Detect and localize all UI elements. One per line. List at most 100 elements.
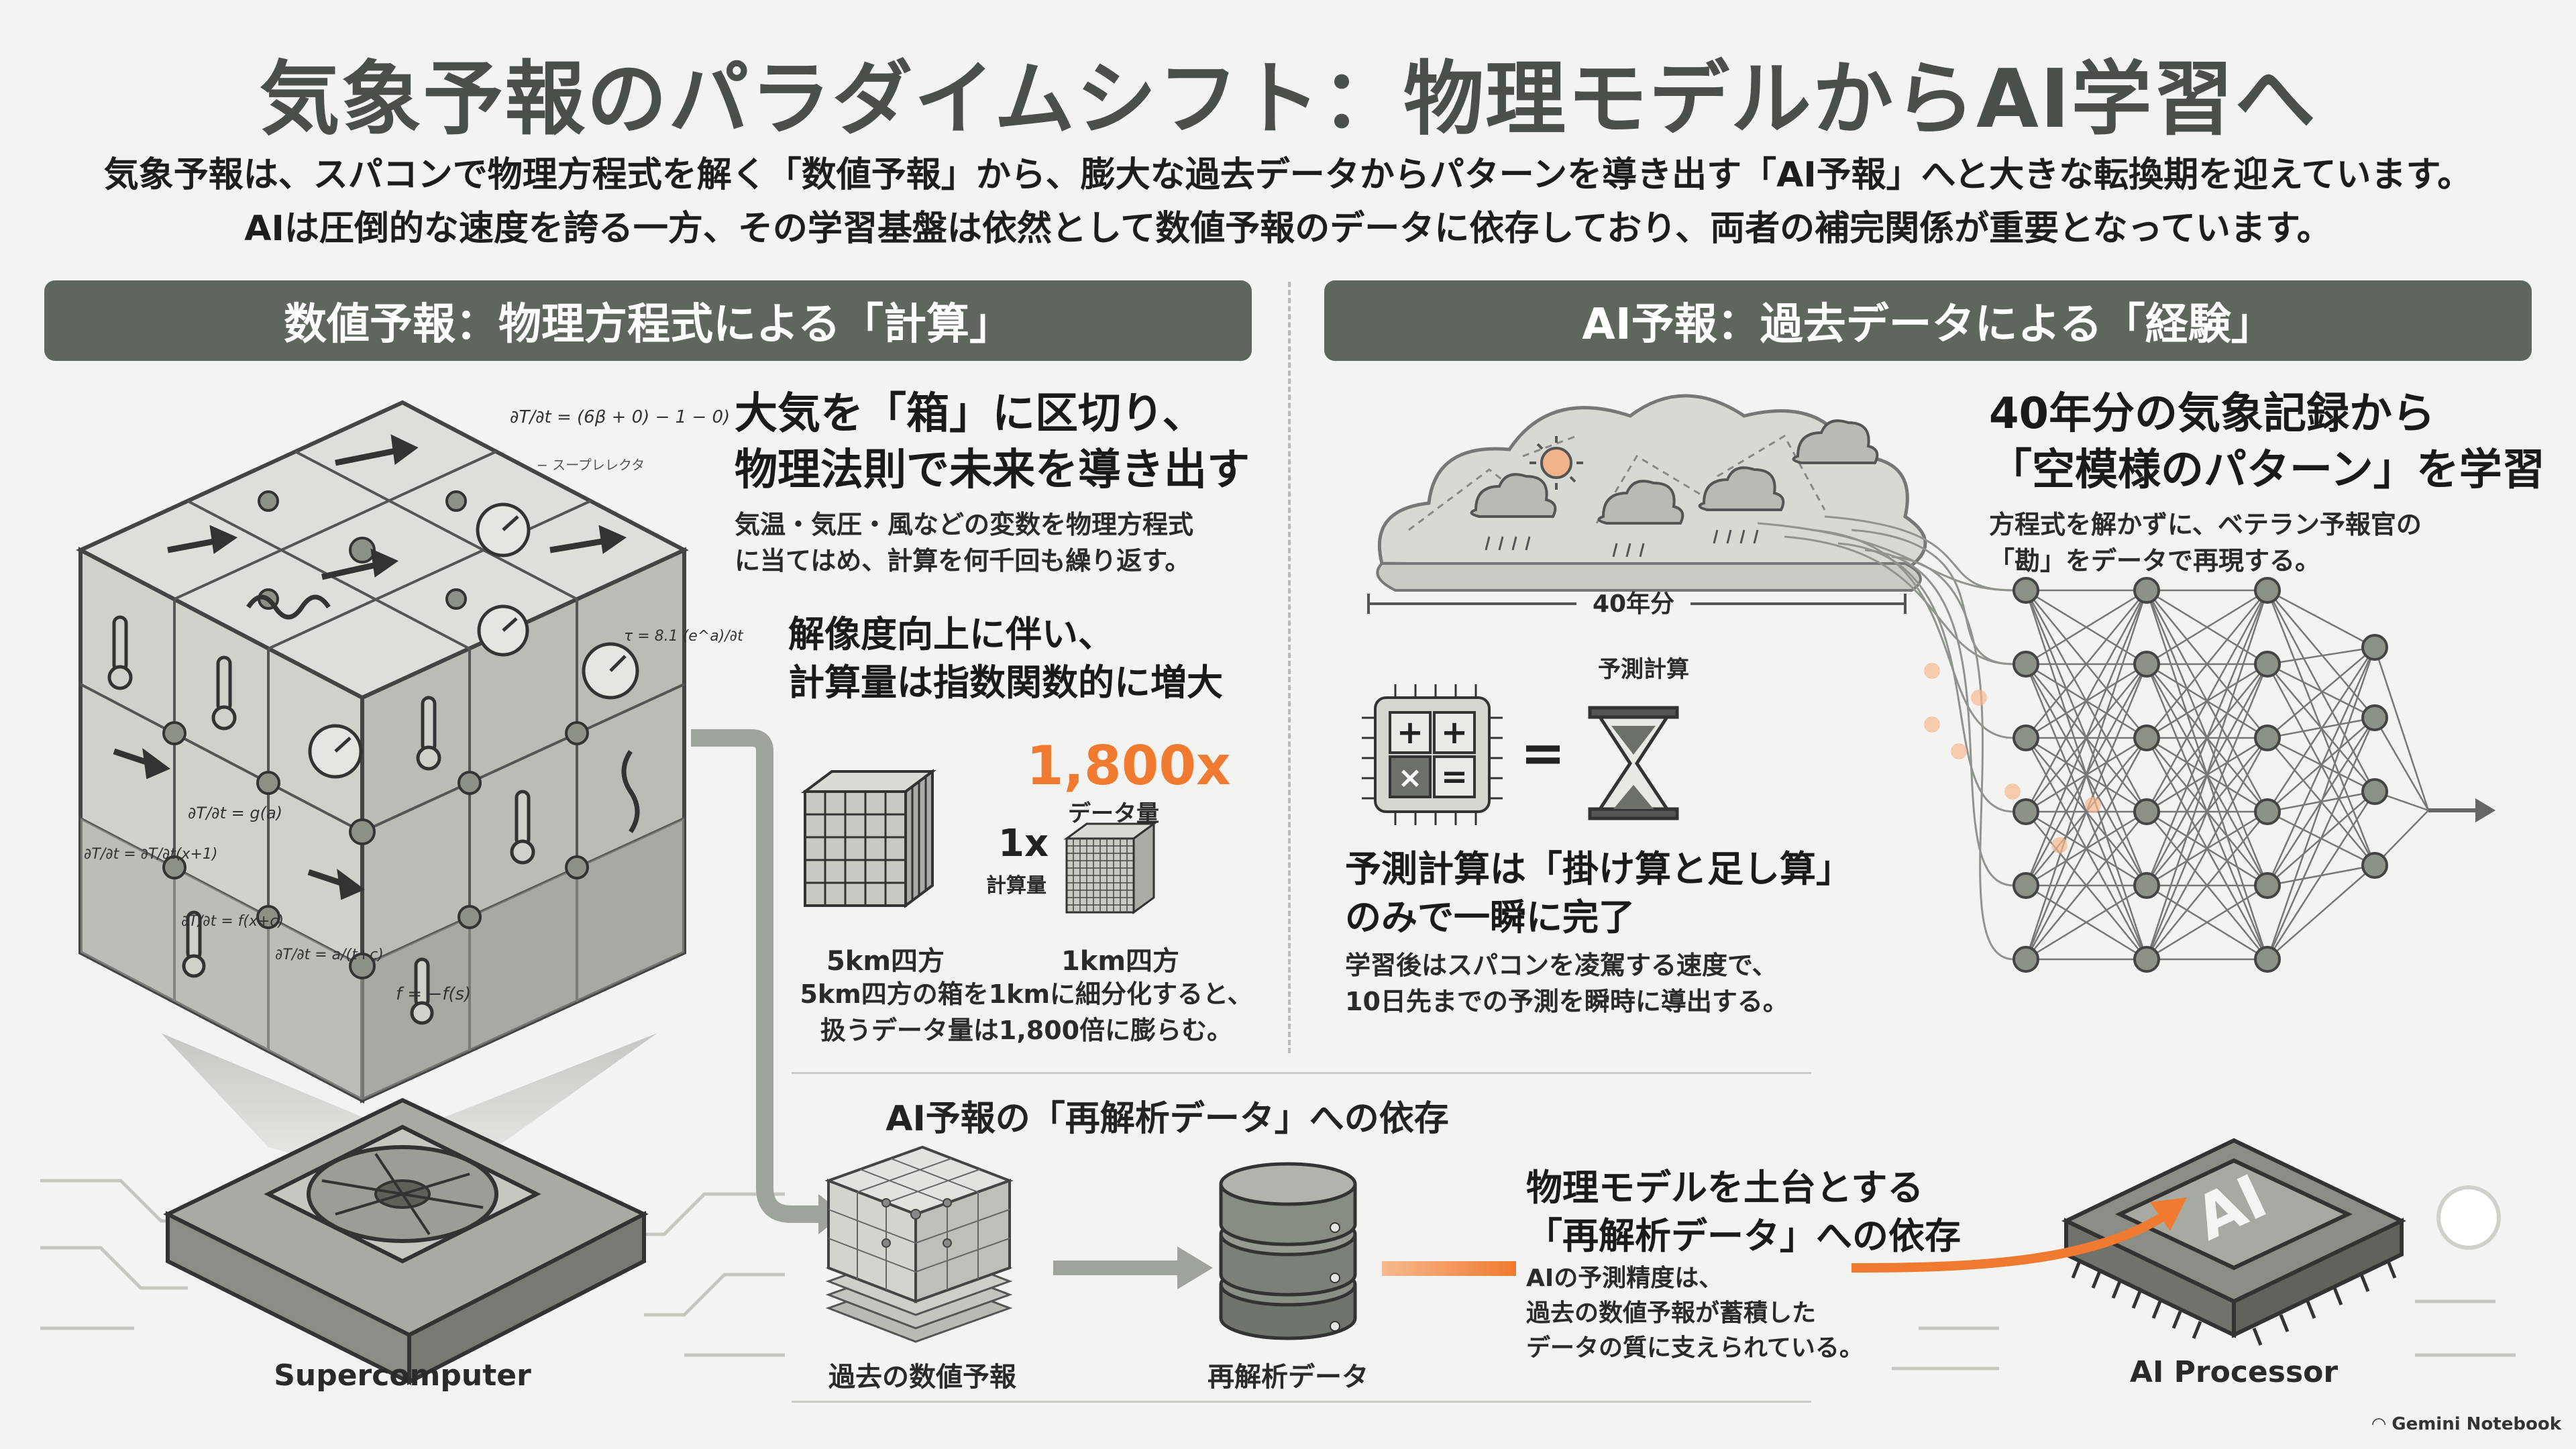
ai-desc-line-1: 方程式を解かずに、ベテラン予報官の	[1989, 510, 2422, 539]
ai-learning-illustration: 40年分	[1367, 394, 2496, 973]
network-node	[2012, 577, 2039, 604]
calc-desc-line-1: 学習後はスパコンを凌駕する速度で、	[1345, 951, 1778, 980]
ai-chip	[2061, 1138, 2406, 1346]
indicator-dot	[2436, 1185, 2501, 1250]
svg-text:+: +	[1441, 714, 1468, 751]
calc-equals-time: + + × = =	[1362, 684, 1679, 825]
ai-desc-line-2: 「勘」をデータで再現する。	[1989, 546, 2321, 576]
resolution-heading-line-1: 解像度向上に伴い、	[788, 613, 1114, 655]
highlight-glow	[2004, 784, 2021, 800]
bottom-bottom-line	[792, 1401, 1811, 1403]
calc-label: 予測計算	[1598, 656, 1689, 683]
svg-text:=: =	[1520, 722, 1565, 784]
database-icon	[1219, 1162, 1357, 1340]
ai-processor-label: AI Processor	[2130, 1355, 2338, 1389]
hourglass-icon	[1588, 706, 1679, 820]
ai-processor-illustration: AI AI Processor	[1851, 1138, 2516, 1389]
numerical-heading-line-2: 物理法則で未来を導き出す	[735, 445, 1250, 495]
dependency-heading-line-1: 物理モデルを土台とする	[1526, 1167, 1924, 1209]
network-node	[2133, 577, 2160, 604]
dependency-desc-line-2: 過去の数値予報が蓄積した	[1526, 1299, 1817, 1327]
calc-heading-line-1: 予測計算は「掛け算と足し算」	[1345, 848, 1852, 890]
highlight-glow	[1924, 716, 1940, 733]
supercomputer-chip	[163, 1097, 649, 1385]
equation-4: ∂T/∂t = g(a)	[188, 804, 282, 822]
equation-6: ∂T/∂t = f(x+c)	[181, 913, 284, 930]
equation-5: ∂T/∂t = ∂T/∂t(x+1)	[84, 846, 218, 863]
processor-calculator-icon	[1362, 684, 1503, 825]
svg-text:×: ×	[1398, 761, 1423, 795]
grid-note-line-1: 5km四方の箱を1kmに細分化すると、	[800, 979, 1253, 1009]
brand-footer: ◠ Gemini Notebook	[2372, 1414, 2561, 1434]
network-node	[2133, 872, 2160, 899]
highlight-glow	[1924, 663, 1940, 679]
reanalysis-label: 再解析データ	[1208, 1362, 1368, 1393]
intro-line-1: 気象予報は、スパコンで物理方程式を解く「数値予報」から、膨大な過去データからパタ…	[103, 155, 2473, 195]
highlight-glow	[1951, 743, 1967, 759]
dependency-desc-line-1: AIの予測精度は、	[1526, 1265, 1723, 1292]
network-node	[2012, 724, 2039, 751]
equation-8: f = −f(s)	[396, 984, 471, 1004]
compute-multiplier-label: 計算量	[986, 874, 1046, 898]
ai-heading-line-2: 「空模様のパターン」を学習	[1989, 445, 2545, 495]
network-node	[2012, 872, 2039, 899]
bottom-top-line	[792, 1072, 1811, 1074]
past-forecast-stack	[824, 1145, 1014, 1343]
reanalysis-orange-line	[1382, 1261, 1516, 1276]
past-to-reanalysis-arrow	[1053, 1246, 1213, 1289]
section-divider	[1288, 282, 1291, 1053]
dependency-heading-line-2: 「再解析データ」への依存	[1526, 1215, 1961, 1257]
numerical-heading-line-1: 大気を「箱」に区切り、	[735, 389, 1205, 439]
equation-2: − スープレレクタ	[537, 457, 645, 473]
coarse-grid-label: 5km四方	[826, 946, 945, 977]
network-node	[2133, 946, 2160, 973]
svg-text:=: =	[1441, 758, 1468, 796]
rain-cloud-icon	[1470, 473, 1557, 518]
network-node	[2254, 724, 2281, 751]
highlight-glow	[1971, 690, 1987, 706]
years-label: 40年分	[1593, 590, 1674, 618]
reanalysis-to-ai-arrow	[1851, 1210, 2169, 1273]
dependency-desc-line-3: データの質に支えられている。	[1526, 1334, 1864, 1362]
calc-desc-line-2: 10日先までの予測を瞬時に導出する。	[1345, 987, 1788, 1016]
network-node	[2012, 946, 2039, 973]
network-node	[2254, 946, 2281, 973]
rain-cloud-icon	[1792, 419, 1879, 464]
rain-cloud-icon	[1698, 466, 1785, 511]
network-node	[2254, 577, 2281, 604]
numerical-section-header: 数値予報：物理方程式による「計算」	[44, 280, 1252, 361]
network-node	[2361, 852, 2388, 879]
gemini-logo-icon: ◠	[2372, 1414, 2386, 1434]
grid-comparison	[801, 769, 1157, 914]
numerical-desc-line-2: に当てはめ、計算を何千回も繰り返す。	[735, 546, 1191, 576]
equation-7: ∂T/∂t = a/(t+c)	[275, 947, 384, 963]
page-title: 気象予報のパラダイムシフト：物理モデルからAI学習へ	[259, 53, 2317, 146]
network-node	[2133, 798, 2160, 825]
data-multiplier-label: データ量	[1068, 800, 1159, 827]
network-node	[2254, 798, 2281, 825]
reanalysis-title: AI予報の「再解析データ」への依存	[885, 1099, 1449, 1139]
network-node	[2254, 651, 2281, 678]
network-node	[2361, 704, 2388, 731]
ai-section-header: AI予報：過去データによる「経験」	[1324, 280, 2532, 361]
ai-heading-line-1: 40年分の気象記録から	[1989, 389, 2436, 439]
supercomputer-label: Supercomputer	[274, 1358, 531, 1393]
resolution-heading-line-2: 計算量は指数関数的に増大	[788, 661, 1223, 704]
highlight-glow	[2085, 797, 2101, 813]
fine-grid-label: 1km四方	[1061, 946, 1180, 977]
network-node	[2133, 651, 2160, 678]
sun-icon	[1540, 447, 1572, 479]
network-node	[2361, 778, 2388, 805]
fine-grid-cube	[1063, 822, 1157, 914]
intro-line-2: AIは圧倒的な速度を誇る一方、その学習基盤は依然として数値予報のデータに依存して…	[244, 209, 2332, 249]
equation-1: ∂T/∂t = (6β + 0) − 1 − 0)	[510, 407, 730, 427]
rain-cloud-icon	[1597, 480, 1684, 525]
network-node	[2361, 634, 2388, 661]
svg-text:+: +	[1397, 714, 1424, 751]
network-node	[2133, 724, 2160, 751]
past-forecast-label: 過去の数値予報	[828, 1362, 1016, 1393]
calc-heading-line-2: のみで一瞬に完了	[1345, 896, 1635, 938]
equation-3: τ = 8.1 (e^a)/∂t	[624, 628, 744, 645]
network-node	[2012, 651, 2039, 678]
compute-multiplier: 1x	[998, 822, 1049, 865]
